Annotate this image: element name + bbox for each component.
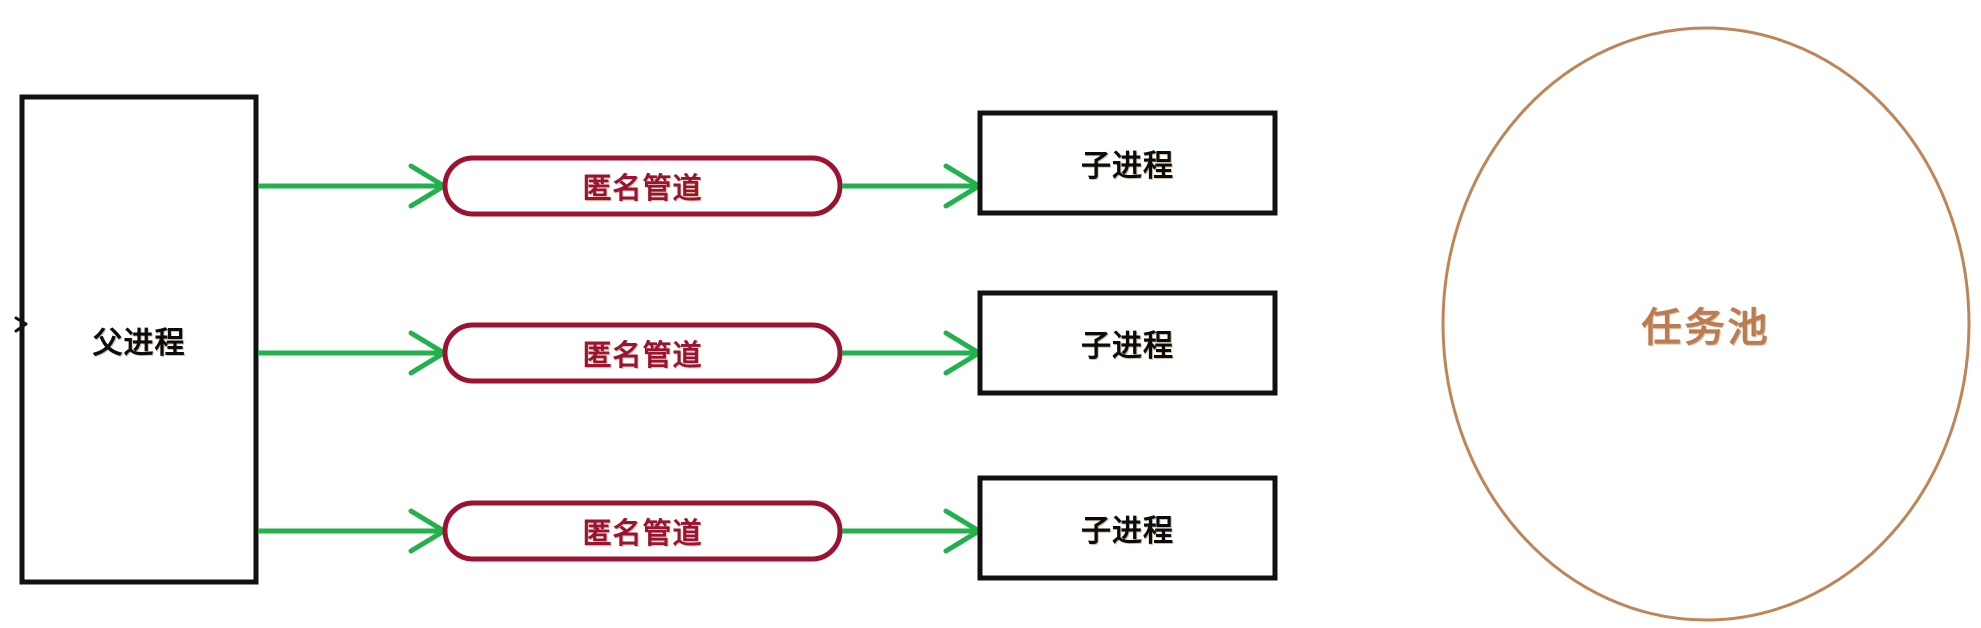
child-process-box-2[interactable] — [977, 290, 1278, 396]
arrow-pipe-to-child-3 — [842, 508, 982, 554]
pipe-row-2 — [258, 290, 1278, 396]
arrow-parent-to-pipe-2 — [258, 330, 447, 376]
task-pool-ellipse[interactable] — [1441, 26, 1971, 622]
child-process-box-3[interactable] — [977, 475, 1278, 581]
anonymous-pipe-shape-3[interactable] — [442, 500, 843, 562]
anonymous-pipe-shape-2[interactable] — [442, 322, 843, 384]
pipe-row-3 — [258, 475, 1278, 581]
anonymous-pipe-shape-1[interactable] — [442, 155, 843, 217]
parent-process-node[interactable] — [14, 94, 259, 585]
arrow-parent-to-pipe-3 — [258, 508, 447, 554]
child-process-box-1[interactable] — [977, 110, 1278, 216]
parent-left-notch-icon — [14, 316, 28, 333]
parent-process-box[interactable] — [19, 94, 259, 585]
pipe-row-1 — [258, 110, 1278, 217]
arrow-parent-to-pipe-1 — [258, 163, 447, 209]
arrow-pipe-to-child-2 — [842, 330, 982, 376]
arrow-pipe-to-child-1 — [842, 163, 982, 209]
